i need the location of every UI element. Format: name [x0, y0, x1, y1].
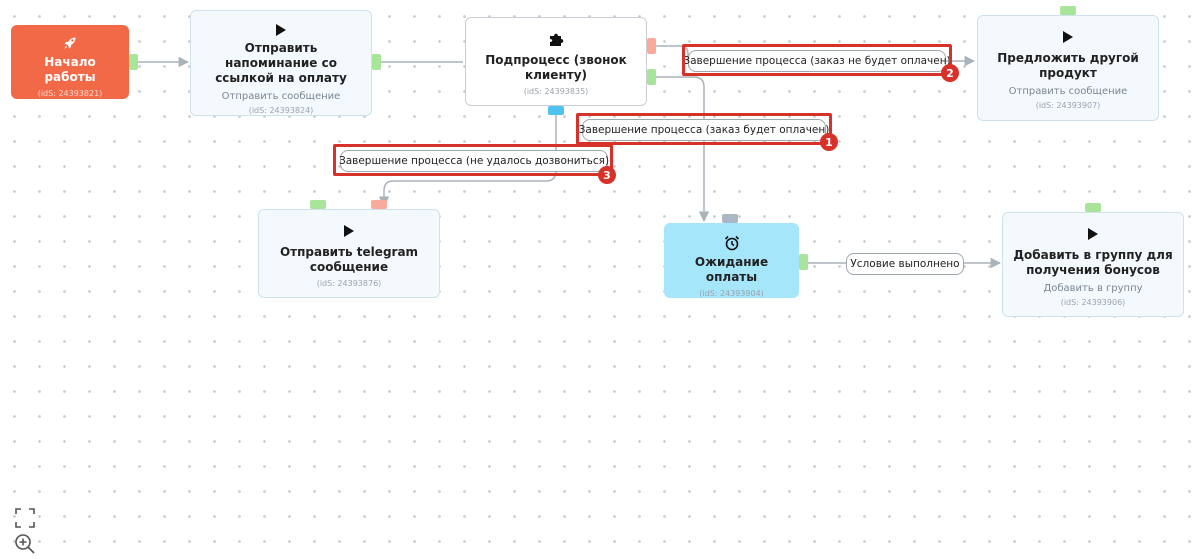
play-icon — [1087, 224, 1099, 244]
node-title: Отправить напоминание со ссылкой на опла… — [215, 41, 347, 85]
input-port[interactable] — [722, 214, 738, 223]
node-wait-payment[interactable]: Ожидание оплаты (idS: 24393904) — [664, 223, 799, 298]
edge-label-condition[interactable]: Условие выполнено — [846, 253, 964, 275]
node-id: (idS: 24393876) — [316, 279, 382, 288]
badge-1: 1 — [820, 133, 838, 151]
input-port[interactable] — [371, 200, 387, 209]
node-id: (idS: 24393904) — [699, 289, 764, 298]
node-id: (idS: 24393821) — [37, 89, 103, 98]
node-title: Начало работы — [44, 55, 96, 84]
node-id: (idS: 24393824) — [248, 106, 314, 115]
node-action: Добавить в группу — [1043, 283, 1143, 294]
node-subprocess[interactable]: Подпроцесс (звонок клиенту) (idS: 243938… — [465, 17, 647, 106]
output-port[interactable] — [129, 54, 138, 70]
edge-paid — [656, 76, 710, 223]
node-start[interactable]: Начало работы (idS: 24393821) — [11, 25, 129, 99]
puzzle-icon — [548, 29, 564, 49]
play-icon — [1062, 27, 1074, 47]
edge-not-paid — [656, 45, 976, 67]
node-action: Отправить сообщение — [221, 91, 341, 102]
output-port-no-answer[interactable] — [548, 106, 564, 115]
node-title: Добавить в группу для получения бонусов — [1013, 248, 1173, 277]
edge-label-paid[interactable]: Завершение процесса (заказ будет оплачен… — [579, 119, 829, 141]
fullscreen-icon[interactable] — [14, 507, 36, 529]
node-send-reminder[interactable]: Отправить напоминание со ссылкой на опла… — [190, 10, 372, 116]
node-title: Отправить telegram сообщение — [279, 245, 419, 274]
badge-3: 3 — [598, 166, 616, 184]
node-title: Ожидание оплаты — [694, 255, 769, 284]
rocket-icon — [62, 35, 78, 51]
node-title: Подпроцесс (звонок клиенту) — [485, 53, 627, 82]
edge-label-no-answer[interactable]: Завершение процесса (не удалось дозвонит… — [339, 150, 609, 172]
play-icon — [343, 221, 355, 241]
input-port[interactable] — [310, 200, 326, 209]
node-id: (idS: 24393906) — [1060, 298, 1126, 307]
highlight-frame — [576, 113, 832, 145]
output-port[interactable] — [372, 54, 381, 70]
node-add-to-group[interactable]: Добавить в группу для получения бонусов … — [1002, 212, 1184, 317]
output-port-paid[interactable] — [647, 69, 656, 85]
alarm-clock-icon — [724, 235, 740, 251]
output-port-not-paid[interactable] — [647, 38, 656, 54]
highlight-frame — [682, 44, 952, 76]
highlight-frame — [333, 144, 613, 176]
node-offer-other-product[interactable]: Предложить другой продукт Отправить сооб… — [977, 15, 1159, 121]
node-send-telegram[interactable]: Отправить telegram сообщение (idS: 24393… — [258, 209, 440, 298]
node-id: (idS: 24393907) — [1035, 101, 1101, 110]
input-port[interactable] — [1060, 6, 1076, 15]
node-title: Предложить другой продукт — [997, 51, 1139, 80]
play-icon — [275, 23, 287, 37]
node-action: Отправить сообщение — [1008, 86, 1128, 97]
input-port[interactable] — [1085, 203, 1101, 212]
output-port[interactable] — [799, 254, 808, 270]
badge-2: 2 — [941, 64, 959, 82]
edge-label-not-paid[interactable]: Завершение процесса (заказ не будет опла… — [683, 50, 951, 72]
zoom-in-icon[interactable] — [14, 533, 36, 555]
node-id: (idS: 24393835) — [523, 87, 589, 96]
